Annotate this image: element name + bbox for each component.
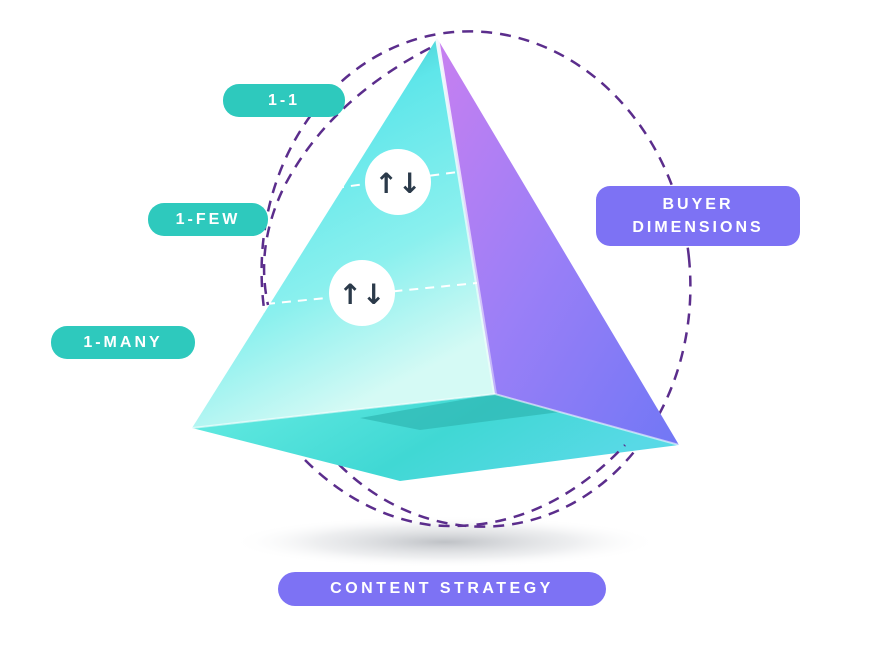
level-label-1-few: 1-FEW [148,203,268,236]
buyer-dimensions-ellipse [260,30,692,528]
pyramid-base [192,394,679,481]
pyramid-shadow [230,516,660,568]
buyer-dimensions-line-2: DIMENSIONS [632,219,764,236]
level-divider-lower [265,282,478,305]
level-label-text: 1-FEW [175,210,241,228]
level-label-1-1: 1-1 [223,84,345,117]
buyer-dimensions-line-1: BUYER [662,196,734,213]
content-strategy-text: CONTENT STRATEGY [330,580,554,597]
connector-upper: ↑↓ [365,149,431,215]
level-label-text: 1-1 [267,91,301,109]
content-strategy-label: CONTENT STRATEGY [278,572,606,606]
pyramid-ridge [435,37,497,395]
connector-lower: ↑↓ [329,260,395,326]
up-down-arrows-icon: ↑↓ [339,278,386,311]
up-down-arrows-icon: ↑↓ [375,167,422,200]
level-label-1-many: 1-MANY [51,326,195,359]
pyramid-base-underside [360,394,560,430]
level-divider-upper [334,171,459,189]
pyramid-right-face [437,38,679,445]
buyer-dimensions-ellipse-left [262,46,431,306]
level-label-text: 1-MANY [83,333,163,351]
pyramid-bottom-edge [191,392,680,446]
pyramid-left-face [192,38,495,428]
buyer-dimensions-label: BUYER DIMENSIONS [596,186,800,246]
